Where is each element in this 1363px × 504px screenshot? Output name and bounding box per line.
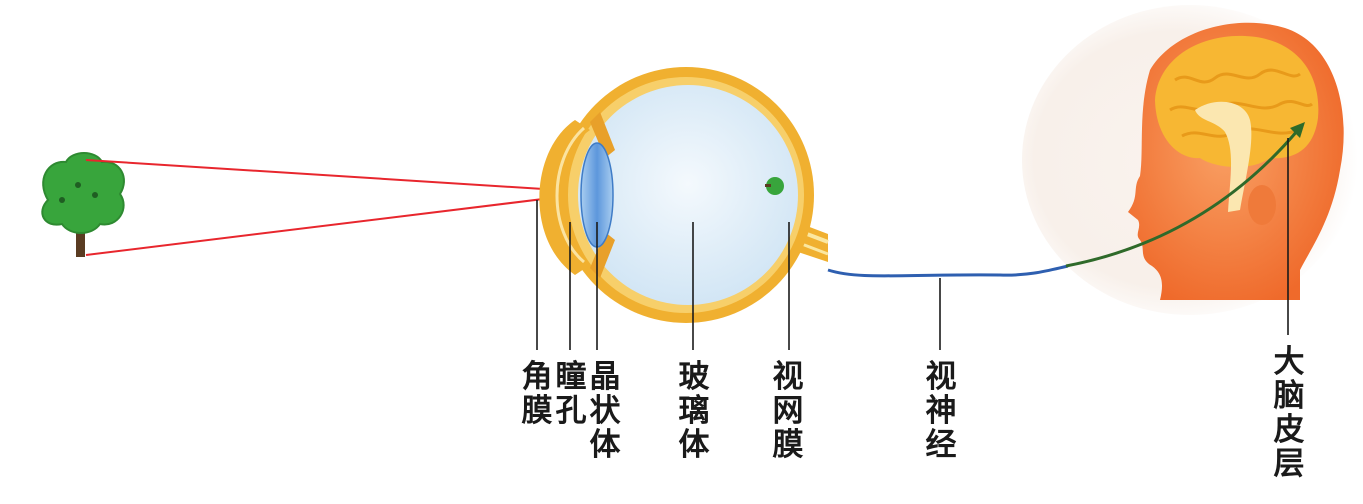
vitreous-body-region bbox=[578, 85, 798, 305]
pointer-lines bbox=[536, 138, 1289, 350]
label-vitreous: 玻璃体 bbox=[678, 359, 710, 463]
nerve-to-cortex-arrow bbox=[1065, 129, 1300, 268]
optic-nerve-path bbox=[827, 264, 1069, 278]
label-retina: 视网膜 bbox=[772, 359, 804, 463]
tree-icon bbox=[41, 152, 125, 257]
arrow-head bbox=[1290, 122, 1305, 138]
label-pupil: 瞳孔 bbox=[555, 359, 587, 429]
retina-image-icon bbox=[765, 177, 784, 195]
label-optic-nerve: 视神经 bbox=[925, 359, 957, 463]
label-cornea: 角膜 bbox=[521, 359, 553, 429]
eyeball bbox=[539, 67, 814, 323]
cornea-shape bbox=[539, 120, 590, 275]
ear bbox=[1248, 185, 1276, 225]
brainstem bbox=[1195, 101, 1252, 212]
label-cortex: 大脑皮层 bbox=[1273, 344, 1305, 482]
human-head bbox=[1128, 22, 1344, 300]
label-lens: 晶状体 bbox=[589, 359, 621, 463]
